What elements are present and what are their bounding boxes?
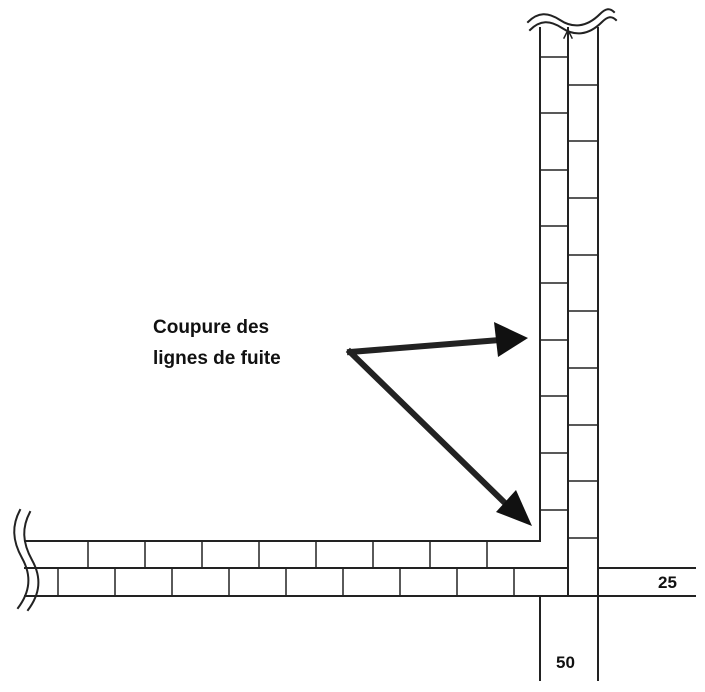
callout-line-2: lignes de fuite	[153, 348, 281, 369]
horizontal-wall	[24, 540, 599, 597]
dimension-25-label: 25	[658, 573, 677, 592]
arrow-head-upper	[494, 322, 528, 357]
vertical-wall	[539, 27, 599, 597]
callout-arrows	[345, 322, 532, 526]
arrow-head-lower	[496, 490, 532, 526]
callout-line-1: Coupure des	[153, 317, 269, 338]
horizontal-wall-brick-joints	[57, 540, 515, 597]
dimension-50: 50	[539, 595, 599, 681]
dimension-50-label: 50	[556, 653, 575, 672]
top-break-mark	[526, 8, 618, 35]
vertical-wall-brick-joints	[539, 56, 599, 539]
dimension-25: 25	[597, 567, 696, 597]
